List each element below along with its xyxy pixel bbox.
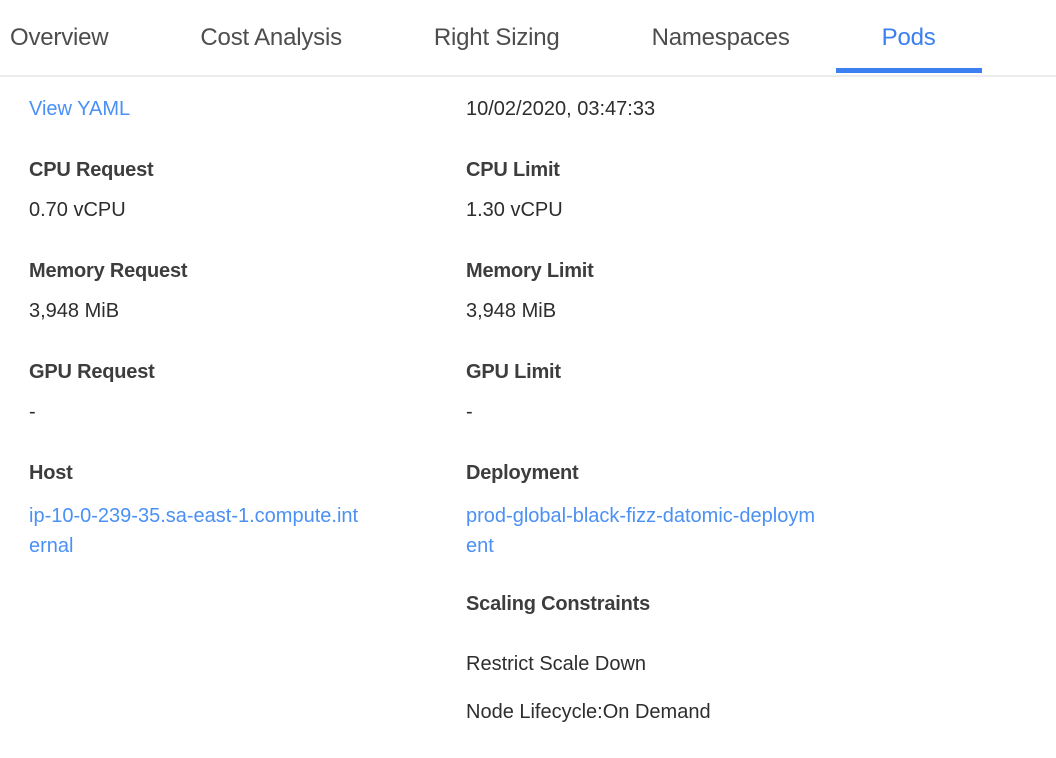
detail-column-right: 10/02/2020, 03:47:33 CPU Limit 1.30 vCPU… <box>466 97 1056 724</box>
gpu-limit-value: - <box>466 401 473 423</box>
last-updated-timestamp: 10/02/2020, 03:47:33 <box>466 98 656 120</box>
gpu-request-label: GPU Request <box>29 361 155 383</box>
tab-pods-label: Pods <box>881 23 936 51</box>
memory-request-value: 3,948 MiB <box>29 300 120 322</box>
gpu-limit-label: GPU Limit <box>466 361 561 383</box>
view-yaml-link[interactable]: View YAML <box>29 98 131 120</box>
scaling-constraints-section: Scaling Constraints Restrict Scale Down … <box>466 593 1056 724</box>
memory-limit-value: 3,948 MiB <box>466 300 557 322</box>
gpu-request-value: - <box>29 401 36 423</box>
cpu-limit-value: 1.30 vCPU <box>466 199 563 221</box>
memory-request-label: Memory Request <box>29 260 188 282</box>
field-cpu-request: CPU Request 0.70 vCPU <box>29 159 466 222</box>
pod-detail-panel: View YAML CPU Request 0.70 vCPU Memory R… <box>0 77 1056 724</box>
field-host: Host ip-10-0-239-35.sa-east-1.compute.in… <box>29 462 466 561</box>
deployment-label: Deployment <box>466 462 579 484</box>
tab-cost-analysis-label: Cost Analysis <box>200 23 342 51</box>
cpu-limit-label: CPU Limit <box>466 159 560 181</box>
tab-overview[interactable]: Overview <box>0 0 154 75</box>
tab-bar: Overview Cost Analysis Right Sizing Name… <box>0 0 1056 77</box>
tab-right-sizing-label: Right Sizing <box>433 23 560 51</box>
detail-column-left: View YAML CPU Request 0.70 vCPU Memory R… <box>29 97 466 724</box>
field-cpu-limit: CPU Limit 1.30 vCPU <box>466 159 1056 222</box>
active-tab-underline <box>835 68 982 73</box>
cpu-request-label: CPU Request <box>29 159 154 181</box>
constraint-node-lifecycle: Node Lifecycle:On Demand <box>466 701 711 723</box>
deployment-link[interactable]: prod-global-black-fizz-datomic-deploymen… <box>466 505 816 557</box>
tab-cost-analysis[interactable]: Cost Analysis <box>154 0 387 75</box>
memory-limit-label: Memory Limit <box>466 260 594 282</box>
field-gpu-request: GPU Request - <box>29 361 466 424</box>
constraint-restrict-scale-down: Restrict Scale Down <box>466 653 647 675</box>
field-deployment: Deployment prod-global-black-fizz-datomi… <box>466 462 1056 561</box>
host-label: Host <box>29 462 73 484</box>
host-link[interactable]: ip-10-0-239-35.sa-east-1.compute.interna… <box>29 505 359 557</box>
tab-namespaces[interactable]: Namespaces <box>606 0 836 75</box>
scaling-constraints-heading: Scaling Constraints <box>466 593 651 615</box>
cpu-request-value: 0.70 vCPU <box>29 199 126 221</box>
field-memory-limit: Memory Limit 3,948 MiB <box>466 260 1056 323</box>
field-memory-request: Memory Request 3,948 MiB <box>29 260 466 323</box>
tab-namespaces-label: Namespaces <box>651 23 790 51</box>
tab-right-sizing[interactable]: Right Sizing <box>388 0 606 75</box>
tab-overview-label: Overview <box>10 23 109 51</box>
field-gpu-limit: GPU Limit - <box>466 361 1056 424</box>
tab-pods[interactable]: Pods <box>835 0 982 75</box>
